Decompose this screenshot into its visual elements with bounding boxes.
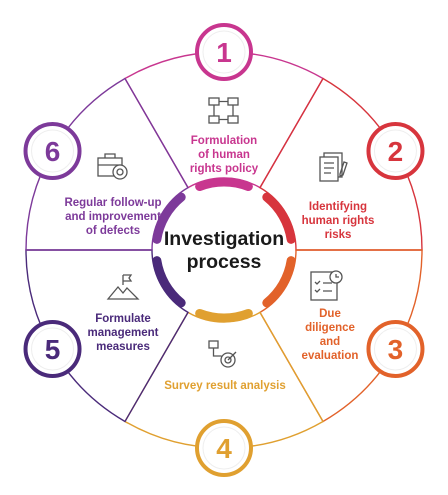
step-2-badge-inner bbox=[373, 129, 417, 173]
document-checklist-icon bbox=[319, 152, 348, 182]
step-6-inner-arc bbox=[152, 192, 186, 244]
step-6-number: 6 bbox=[45, 136, 61, 167]
step-4-inner-arc bbox=[195, 308, 253, 323]
step-4-number: 4 bbox=[216, 433, 232, 464]
step-4-label: Survey result analysis bbox=[164, 380, 286, 392]
step-1-inner-arc bbox=[195, 177, 253, 192]
step-5-inner-arc bbox=[152, 256, 186, 308]
step-5-badge-inner bbox=[31, 327, 75, 371]
step-5-number: 5 bbox=[45, 334, 61, 365]
target-flow-icon bbox=[208, 340, 237, 368]
step-5-label: Formulate management measures bbox=[87, 313, 159, 353]
step-1-number: 1 bbox=[216, 37, 232, 68]
step-1-badge-inner bbox=[202, 30, 246, 74]
mountain-flag-icon bbox=[106, 274, 140, 300]
briefcase-target-icon bbox=[97, 153, 128, 180]
checklist-clock-icon bbox=[310, 270, 343, 301]
step-2-inner-arc bbox=[262, 192, 296, 244]
step-6-label: Regular follow-up and improvement of def… bbox=[64, 197, 162, 237]
step-3-inner-arc bbox=[262, 256, 296, 308]
step-3-label: Due diligence and evaluation bbox=[301, 308, 359, 362]
step-3-badge-inner bbox=[373, 327, 417, 371]
step-2-label: Identifying human rights risks bbox=[301, 201, 375, 241]
step-4-badge-inner bbox=[202, 426, 246, 470]
step-3-number: 3 bbox=[388, 334, 404, 365]
step-6-badge-inner bbox=[31, 129, 75, 173]
step-2-number: 2 bbox=[388, 136, 404, 167]
organization-chart-icon bbox=[208, 97, 239, 124]
step-1-label: Formulation of human rights policy bbox=[189, 135, 259, 175]
center-title: Investigation process bbox=[163, 228, 285, 273]
